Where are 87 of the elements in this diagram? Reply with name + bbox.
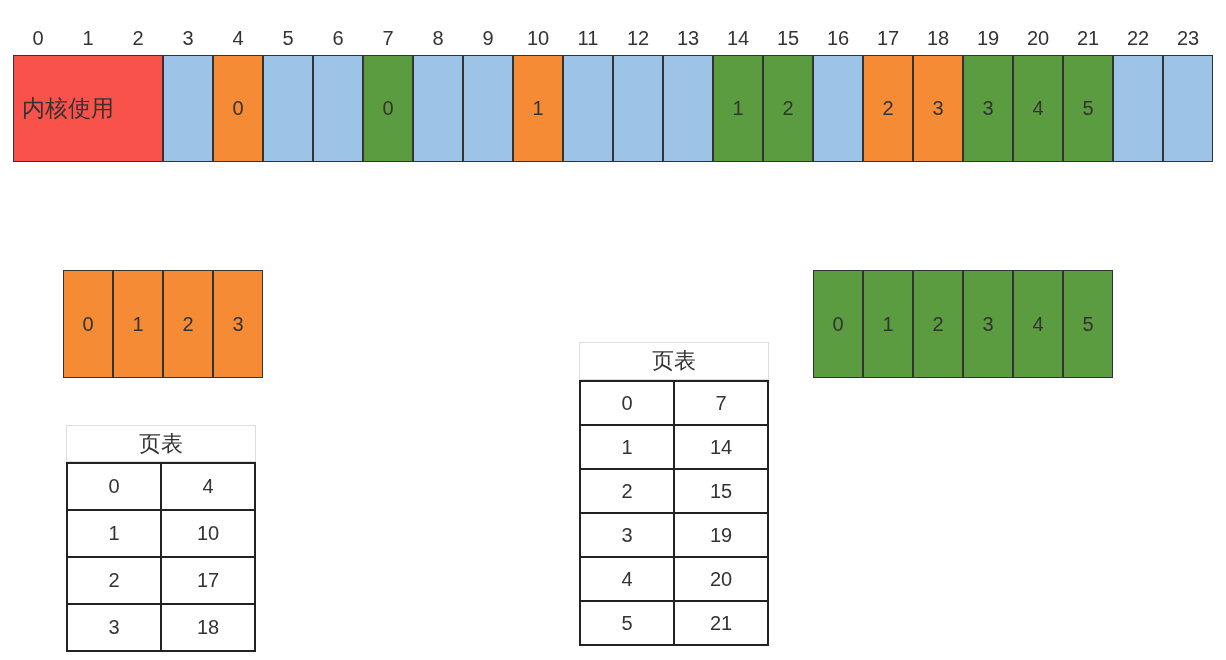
page-number: 0 — [232, 97, 244, 120]
free-frame-cell — [1113, 55, 1163, 162]
page-frame-cell — [363, 55, 413, 162]
free-frame-cell — [263, 55, 313, 162]
table-cell: 18 — [160, 603, 256, 652]
free-frame-cell — [163, 55, 213, 162]
page-frame-cell — [213, 270, 263, 378]
page-frame-cell — [1013, 55, 1063, 162]
page-frame-cell — [863, 270, 913, 378]
page-number: 0 — [382, 97, 394, 120]
frame-number: 9 — [481, 25, 495, 51]
page-frame-cell — [913, 270, 963, 378]
page-number: 2 — [932, 312, 944, 336]
free-frame-cell — [1163, 55, 1213, 162]
free-frame-cell — [813, 55, 863, 162]
frame-number: 1 — [81, 25, 95, 51]
page-number: 1 — [882, 312, 894, 336]
page-frame-cell — [213, 55, 263, 162]
page-number: 1 — [532, 97, 544, 120]
page-number: 3 — [932, 97, 944, 120]
page-frame-cell — [163, 270, 213, 378]
page-frame-cell — [513, 55, 563, 162]
frame-number: 4 — [231, 25, 245, 51]
page-frame-cell — [863, 55, 913, 162]
page-frame-cell — [963, 270, 1013, 378]
page-number: 4 — [1032, 97, 1044, 120]
frame-number: 16 — [825, 25, 851, 51]
frame-number: 21 — [1075, 25, 1101, 51]
page-number: 4 — [1032, 312, 1044, 336]
page-frame-cell — [713, 55, 763, 162]
page-frame-cell — [763, 55, 813, 162]
table-header: 页表 — [579, 342, 769, 380]
page-number: 0 — [82, 312, 94, 336]
page-number: 1 — [732, 97, 744, 120]
page-frame-cell — [113, 270, 163, 378]
frame-number: 0 — [31, 25, 45, 51]
page-number: 1 — [132, 312, 144, 336]
frame-number: 6 — [331, 25, 345, 51]
table-cell: 3 — [66, 603, 162, 652]
page-frame-cell — [813, 270, 863, 378]
frame-number: 13 — [675, 25, 701, 51]
page-frame-cell — [1013, 270, 1063, 378]
free-frame-cell — [563, 55, 613, 162]
table-cell: 4 — [160, 462, 256, 511]
free-frame-cell — [613, 55, 663, 162]
table-cell: 5 — [579, 600, 675, 646]
kernel-memory-block — [13, 55, 163, 162]
table-cell: 21 — [673, 600, 769, 646]
frame-number: 22 — [1125, 25, 1151, 51]
frame-number: 14 — [725, 25, 751, 51]
page-frame-cell — [963, 55, 1013, 162]
page-frame-cell — [913, 55, 963, 162]
frame-number: 7 — [381, 25, 395, 51]
frame-number: 10 — [525, 25, 551, 51]
table-cell: 7 — [673, 380, 769, 426]
frame-number: 17 — [875, 25, 901, 51]
frame-number: 23 — [1175, 25, 1201, 51]
frame-number: 15 — [775, 25, 801, 51]
table-header: 页表 — [66, 425, 256, 462]
free-frame-cell — [663, 55, 713, 162]
page-frame-cell — [1063, 55, 1113, 162]
frame-number: 5 — [281, 25, 295, 51]
table-cell: 0 — [66, 462, 162, 511]
free-frame-cell — [413, 55, 463, 162]
page-number: 5 — [1082, 312, 1094, 336]
page-number: 5 — [1082, 97, 1094, 120]
page-number: 3 — [982, 97, 994, 120]
free-frame-cell — [313, 55, 363, 162]
frame-number: 18 — [925, 25, 951, 51]
frame-number: 20 — [1025, 25, 1051, 51]
block-label: 内核使用 — [22, 94, 114, 123]
page-number: 0 — [832, 312, 844, 336]
frame-number: 19 — [975, 25, 1001, 51]
page-number: 2 — [882, 97, 894, 120]
page-number: 2 — [782, 97, 794, 120]
page-frame-cell — [63, 270, 113, 378]
frame-number: 11 — [576, 25, 600, 51]
free-frame-cell — [463, 55, 513, 162]
frame-number: 8 — [431, 25, 445, 51]
page-frame-cell — [1063, 270, 1113, 378]
page-number: 2 — [182, 312, 194, 336]
table-cell: 0 — [579, 380, 675, 426]
page-number: 3 — [232, 312, 244, 336]
frame-number: 12 — [625, 25, 651, 51]
frame-number: 3 — [181, 25, 195, 51]
page-number: 3 — [982, 312, 994, 336]
frame-number: 2 — [131, 25, 145, 51]
